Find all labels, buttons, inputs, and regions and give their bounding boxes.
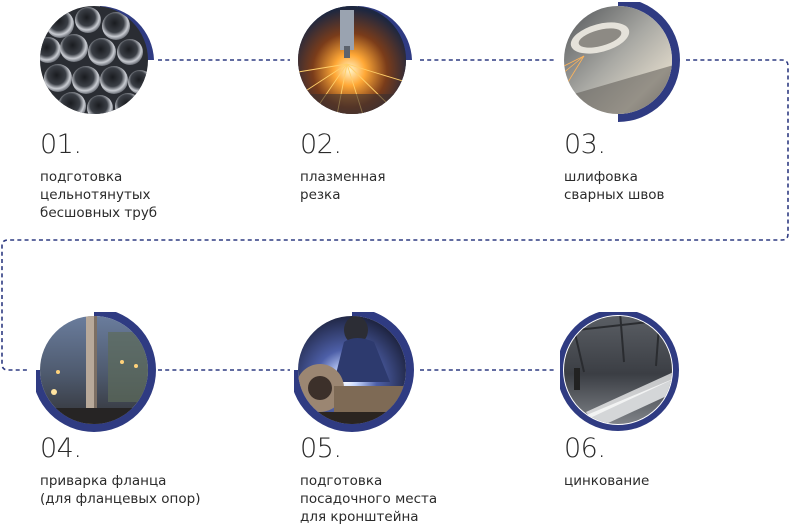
step-number: 01. bbox=[40, 129, 82, 160]
step-photo-flange-welding bbox=[36, 312, 160, 436]
step-photo-galvanizing bbox=[560, 312, 684, 436]
step-number: 04. bbox=[40, 433, 82, 464]
step-description: подготовка цельнотянутых бесшовных труб bbox=[40, 169, 158, 221]
step-description: плазменная резка bbox=[300, 169, 386, 203]
step-description: приварка фланца (для фланцевых опор) bbox=[40, 473, 201, 507]
step-photo-welder-at-work bbox=[294, 312, 418, 436]
step-photo-weld-grinding bbox=[560, 2, 684, 126]
connector-03-04 bbox=[1, 59, 789, 371]
step-number: 02. bbox=[300, 129, 342, 160]
step-description: цинкование bbox=[564, 473, 650, 489]
step-number: 05. bbox=[300, 433, 342, 464]
step-description: подготовка посадочного места для кронште… bbox=[300, 473, 438, 525]
step-photo-plasma-cutting bbox=[294, 2, 418, 126]
step-number: 03. bbox=[564, 129, 606, 160]
step-number: 06. bbox=[564, 433, 606, 464]
step-photo-steel-pipes bbox=[36, 2, 160, 126]
step-description: шлифовка сварных швов bbox=[564, 169, 665, 203]
